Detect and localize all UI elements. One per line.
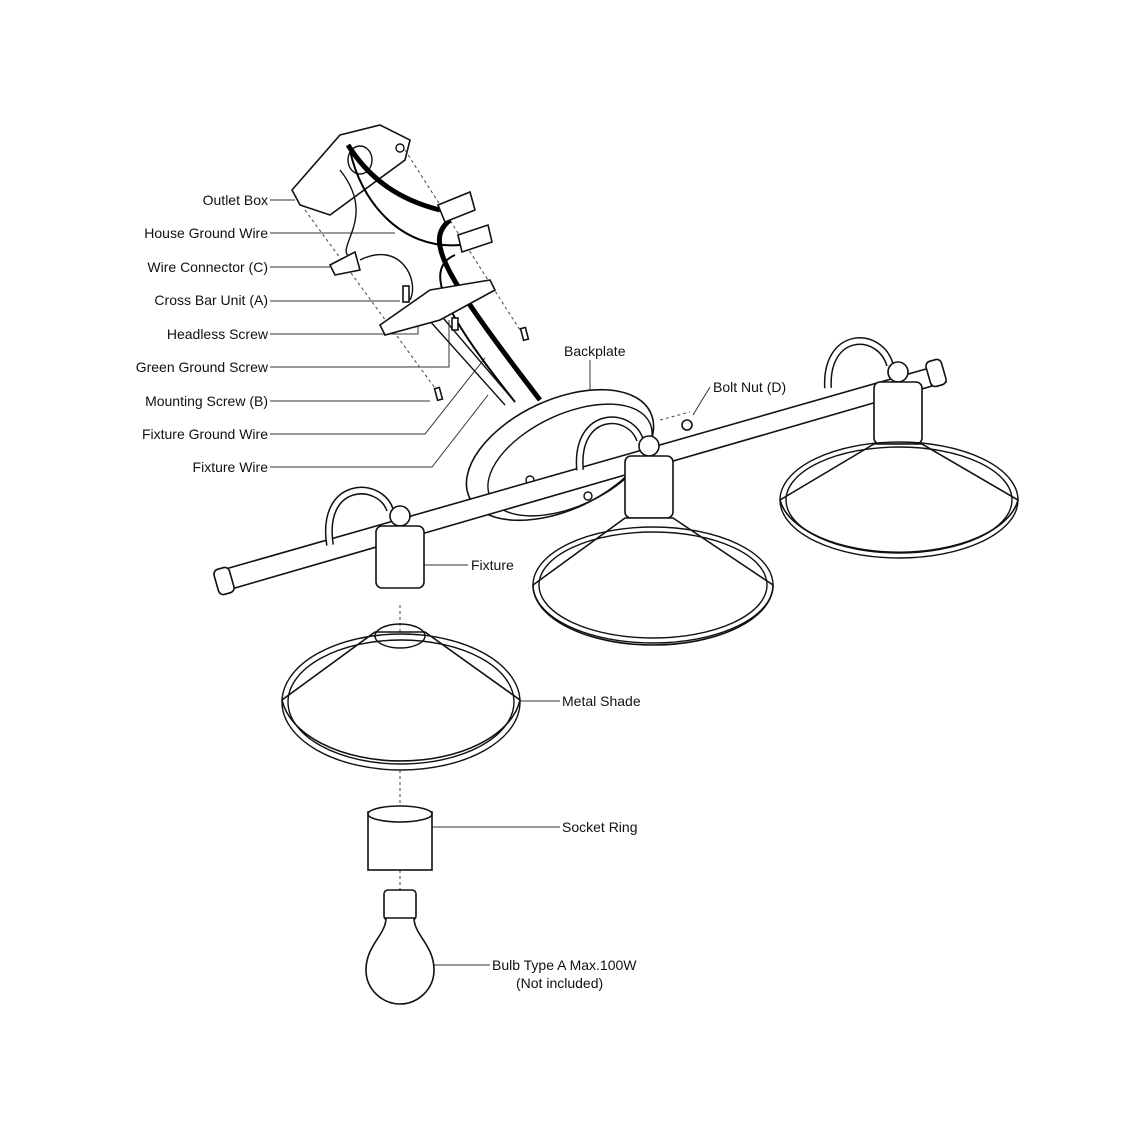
label-headless-screw: Headless Screw [166,326,268,342]
leader-lines [270,199,711,966]
alignment-lines [304,149,691,890]
label-wire-connector: Wire Connector (C) [147,259,268,275]
label-outlet-box: Outlet Box [202,192,268,208]
wire-connectors [328,190,493,276]
label-bulb: Bulb Type A Max.100W [492,957,637,973]
label-fixture: Fixture [471,557,514,573]
shades [281,441,1019,771]
label-cross-bar-unit: Cross Bar Unit (A) [154,292,268,308]
label-mounting-screw: Mounting Screw (B) [145,393,268,409]
label-metal-shade: Metal Shade [562,693,641,709]
socket-ring-part [367,805,433,871]
label-house-ground-wire: House Ground Wire [144,225,268,241]
label-bolt-nut: Bolt Nut (D) [713,379,787,395]
cross-bar [378,279,530,402]
label-fixture-ground-wire: Fixture Ground Wire [141,426,268,442]
sockets [375,361,923,589]
label-fixture-wire: Fixture Wire [192,459,268,475]
outlet-box [291,124,411,216]
label-socket-ring: Socket Ring [562,819,638,835]
label-backplate: Backplate [564,343,626,359]
label-green-ground-screw: Green Ground Screw [135,359,268,375]
bulb-part [365,889,435,1005]
label-bulb-note: (Not included) [516,975,604,991]
